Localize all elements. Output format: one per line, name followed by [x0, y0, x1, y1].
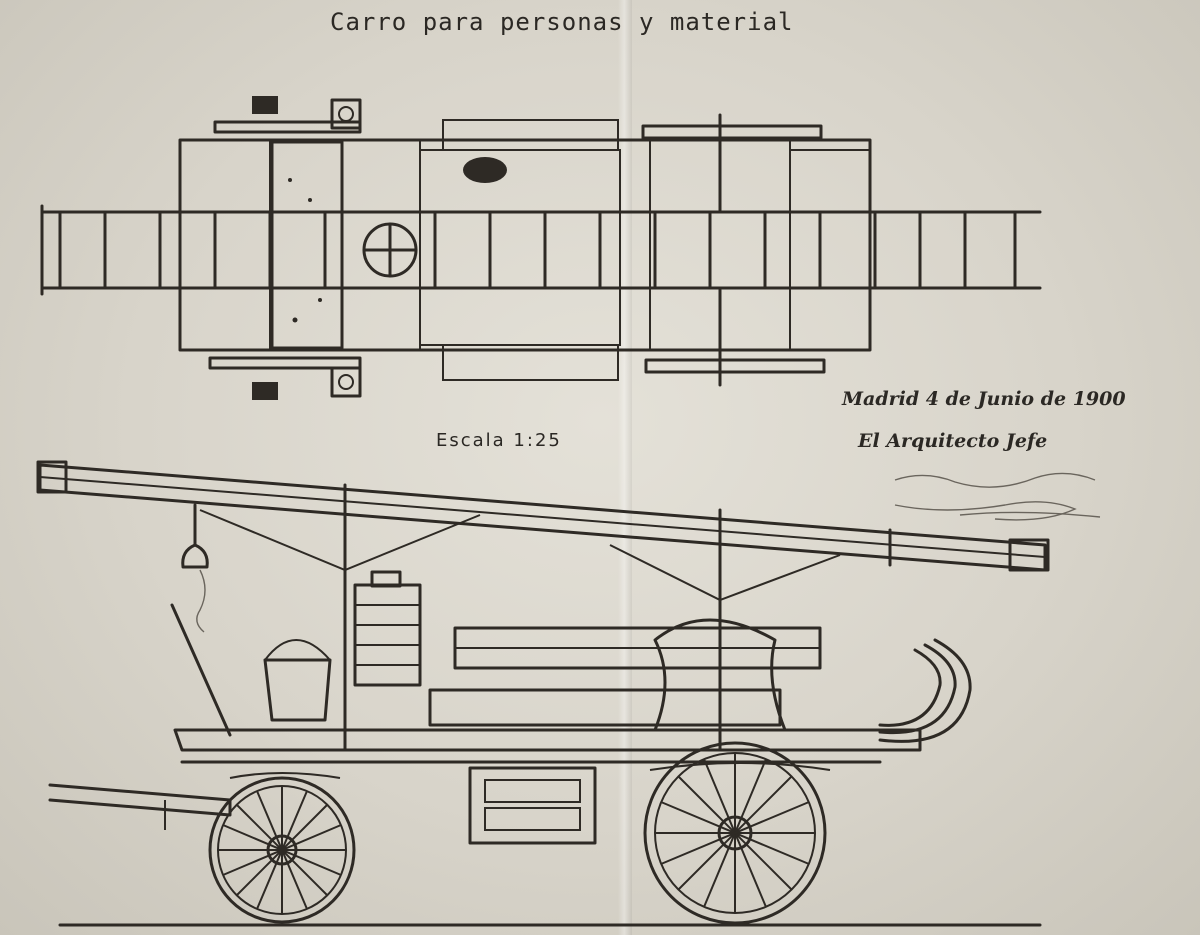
plan-stippled-panel — [270, 140, 344, 350]
plan-front-axle-bottom — [208, 356, 362, 370]
plan-view — [40, 96, 1042, 400]
extinguisher-cylinder — [353, 570, 422, 687]
runner-outer — [878, 638, 972, 743]
saddle — [653, 618, 787, 732]
rear-wheel — [643, 741, 827, 925]
deck — [173, 728, 922, 752]
signature-flourish — [894, 472, 1101, 521]
page-fold — [618, 0, 632, 935]
date-line: Madrid 4 de Junio de 1900 — [842, 388, 1126, 410]
plan-rear-axle-top — [641, 124, 823, 140]
bucket — [263, 658, 332, 722]
plan-hub — [330, 98, 362, 130]
plan-ladder — [40, 204, 1042, 296]
plan-ink-blot — [463, 157, 507, 183]
lever-pole — [170, 603, 232, 737]
side-view — [36, 460, 1050, 927]
scale-label: Escala 1:25 — [436, 430, 562, 451]
stacked-ladders — [428, 626, 822, 727]
under-box — [468, 766, 597, 845]
drawing-title: Carro para personas y material — [330, 8, 794, 36]
front-wheel — [208, 776, 356, 924]
towing-shaft — [48, 783, 232, 817]
signature-title: El Arquitecto Jefe — [858, 430, 1048, 452]
side-ladder — [36, 460, 1050, 572]
plan-rear-axle-bottom — [644, 358, 826, 374]
bell — [181, 543, 209, 569]
